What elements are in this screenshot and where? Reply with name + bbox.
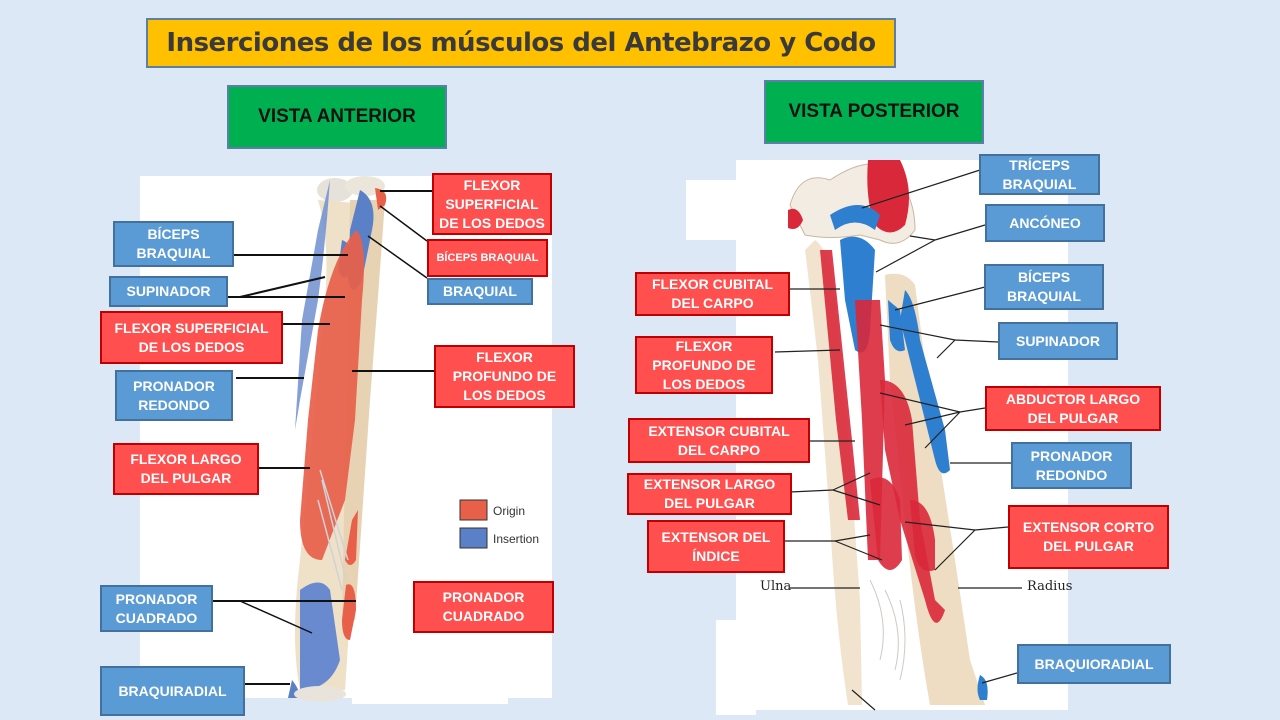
page-title: Inserciones de los músculos del Antebraz… — [146, 18, 896, 68]
posterior-label-extensor-indice: EXTENSOR DEL ÍNDICE — [647, 520, 785, 573]
posterior-label-extensor-corto-pulgar: EXTENSOR CORTO DEL PULGAR — [1008, 505, 1169, 569]
posterior-label-biceps-braquial: BÍCEPS BRAQUIAL — [984, 264, 1104, 310]
posterior-label-braquioradial: BRAQUIORADIAL — [1017, 644, 1171, 684]
posterior-label-abductor-largo-pulgar: ABDUCTOR LARGO DEL PULGAR — [985, 386, 1161, 431]
anterior-label-flexor-superficial-dedos-right: FLEXOR SUPERFICIAL DE LOS DEDOS — [432, 173, 552, 235]
anterior-label-braquiradial: BRAQUIRADIAL — [100, 666, 245, 716]
posterior-panel-notch — [686, 180, 746, 240]
posterior-label-extensor-cubital-carpo: EXTENSOR CUBITAL DEL CARPO — [628, 418, 810, 463]
legend-insertion-label: Insertion — [493, 532, 540, 546]
anterior-label-pronador-cuadrado: PRONADOR CUADRADO — [100, 585, 213, 632]
posterior-label-flexor-profundo-dedos: FLEXOR PROFUNDO DE LOS DEDOS — [635, 336, 773, 394]
anterior-label-supinador: SUPINADOR — [109, 276, 228, 307]
anterior-label-pronador-cuadrado-right: PRONADOR CUADRADO — [413, 581, 554, 633]
anterior-panel-tail — [352, 690, 508, 704]
anterior-label-pronador-redondo: PRONADOR REDONDO — [115, 370, 233, 421]
legend-origin-label: Origin — [493, 504, 526, 518]
posterior-label-extensor-largo-pulgar: EXTENSOR LARGO DEL PULGAR — [627, 473, 792, 515]
posterior-label-pronador-redondo: PRONADOR REDONDO — [1011, 442, 1132, 489]
radius-label: Radius — [1027, 579, 1073, 594]
posterior-panel-bottom — [716, 620, 756, 715]
anterior-view-heading: VISTA ANTERIOR — [227, 85, 447, 149]
anterior-label-flexor-superficial-dedos: FLEXOR SUPERFICIAL DE LOS DEDOS — [100, 311, 283, 364]
posterior-forearm-drawing — [788, 160, 988, 705]
anterior-label-biceps-braquial-right: BÍCEPS BRAQUIAL — [427, 239, 548, 277]
anterior-label-flexor-profundo-dedos: FLEXOR PROFUNDO DE LOS DEDOS — [434, 345, 575, 408]
posterior-leader-lines — [774, 169, 1022, 711]
posterior-label-flexor-cubital-carpo: FLEXOR CUBITAL DEL CARPO — [635, 272, 790, 316]
anterior-label-flexor-largo-pulgar: FLEXOR LARGO DEL PULGAR — [113, 443, 259, 495]
anterior-leader-lines — [213, 190, 434, 685]
anterior-label-braquial: BRAQUIAL — [427, 278, 533, 305]
anterior-forearm-drawing — [288, 176, 488, 702]
posterior-label-anconeo: ANCÓNEO — [985, 204, 1105, 242]
posterior-label-supinador: SUPINADOR — [998, 322, 1118, 360]
posterior-view-heading: VISTA POSTERIOR — [764, 80, 984, 144]
anterior-label-biceps-braquial: BÍCEPS BRAQUIAL — [113, 221, 234, 267]
posterior-label-triceps-braquial: TRÍCEPS BRAQUIAL — [979, 154, 1100, 195]
ulna-label: Ulna — [760, 579, 792, 594]
